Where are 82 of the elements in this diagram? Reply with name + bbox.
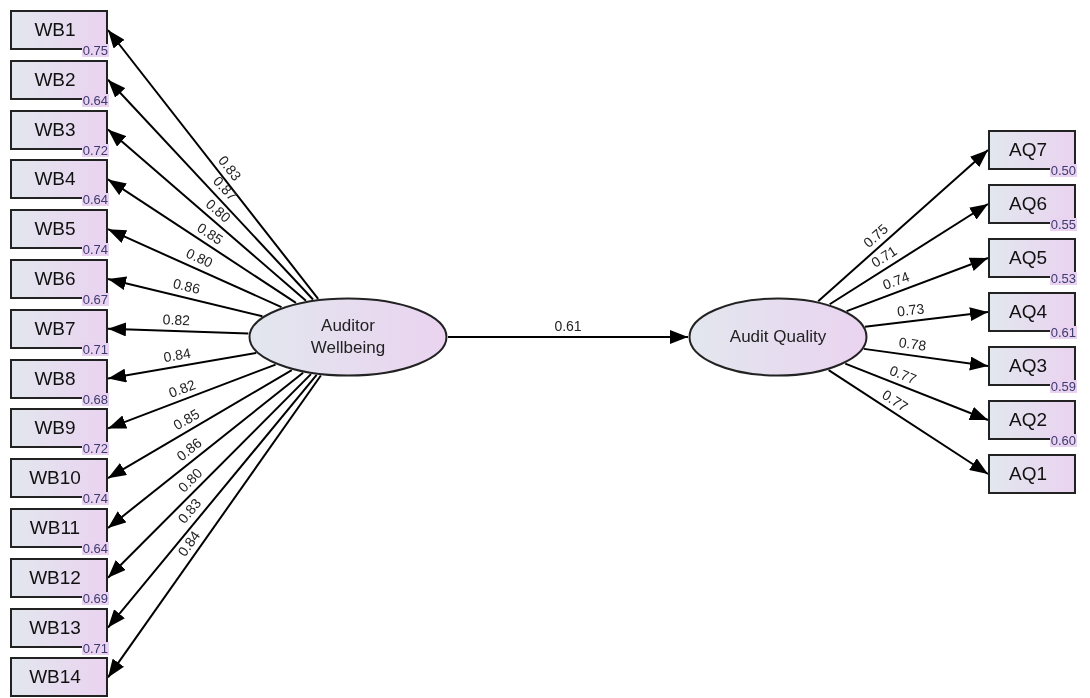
arrow [107,78,315,301]
variance-value: 0.71 [81,342,109,356]
variable-label: AQ2 [1008,409,1048,431]
variable-label: Audit Quality [728,325,828,348]
variance-value: 0.71 [81,641,109,655]
variable-label: WB1 [33,19,77,41]
variable-label: WB13 [28,616,82,639]
arrow [863,307,989,328]
variable-label: AQ4 [1008,301,1048,323]
edge-label: 0.82 [162,312,191,328]
arrow [107,363,277,430]
edge-label: 0.86 [173,435,204,464]
latent-variable-ellipse [688,297,868,377]
arrow [817,149,989,303]
edge-label: 0.86 [172,276,202,297]
arrow [107,351,258,383]
variable-label: WB10 [28,467,82,490]
variable-label: WB14 [28,666,82,689]
edge-label: 0.74 [881,269,912,292]
variance-value: 0.75 [81,44,109,57]
variable-label: WB7 [33,317,77,340]
variance-value: 0.74 [81,492,109,506]
variance-value: 0.64 [81,193,109,207]
arrow [107,29,320,300]
arrow [107,276,264,318]
variance-value: 0.59 [1049,380,1077,393]
variable-label: AQ1 [1008,463,1048,485]
variance-value: 0.55 [1049,218,1077,231]
variance-value: 0.72 [81,442,109,456]
variance-value: 0.72 [81,143,109,157]
arrow [107,228,283,309]
arrow [107,128,307,302]
variable-label: Auditor Wellbeing [309,314,387,359]
edge-label: 0.85 [171,405,202,432]
variance-value: 0.74 [81,243,109,257]
variable-label: AQ5 [1008,247,1048,269]
variance-value: 0.69 [81,591,109,605]
arrow [828,203,989,306]
variance-value: 0.64 [81,93,109,107]
variable-label: WB5 [33,218,77,241]
edge-label: 0.78 [898,335,928,354]
edge-label: 0.77 [888,363,919,387]
edge-label: 0.80 [184,246,216,271]
variable-label: WB8 [33,367,77,390]
edge-label: 0.80 [175,465,205,495]
observed-variable-box [988,454,1076,494]
variable-label: AQ7 [1008,139,1048,161]
arrow [107,322,250,337]
variance-value: 0.60 [1049,434,1077,447]
variable-label: WB4 [33,168,77,191]
arrow [107,374,322,679]
arrow [107,374,318,629]
variable-label: AQ3 [1008,355,1048,377]
edge-label: 0.84 [162,346,192,365]
latent-variable-ellipse [248,297,448,377]
variance-value: 0.64 [81,542,109,555]
variable-label: WB6 [33,268,77,290]
variable-label: WB3 [33,118,77,141]
arrow [107,369,293,480]
edge-label: 0.73 [896,301,925,319]
variance-value: 0.50 [1049,164,1077,177]
variance-value: 0.53 [1049,272,1077,285]
observed-variable-box [10,657,108,698]
arrow [447,330,689,344]
variance-value: 0.67 [81,293,109,306]
arrow [827,369,989,475]
arrow [107,371,305,529]
edge-label: 0.77 [880,386,911,414]
arrow [845,257,989,313]
edge-label: 0.61 [554,318,582,333]
variable-label: WB9 [33,417,77,440]
arrow [107,178,297,304]
arrow [844,362,989,421]
variable-label: WB11 [28,517,82,539]
variable-label: WB12 [28,566,82,589]
variable-label: WB2 [33,68,77,91]
variable-label: AQ6 [1008,193,1048,215]
variance-value: 0.61 [1049,326,1077,339]
arrow [107,373,312,579]
arrow [862,347,989,371]
edge-label: 0.82 [167,376,198,400]
variance-value: 0.68 [81,392,109,406]
